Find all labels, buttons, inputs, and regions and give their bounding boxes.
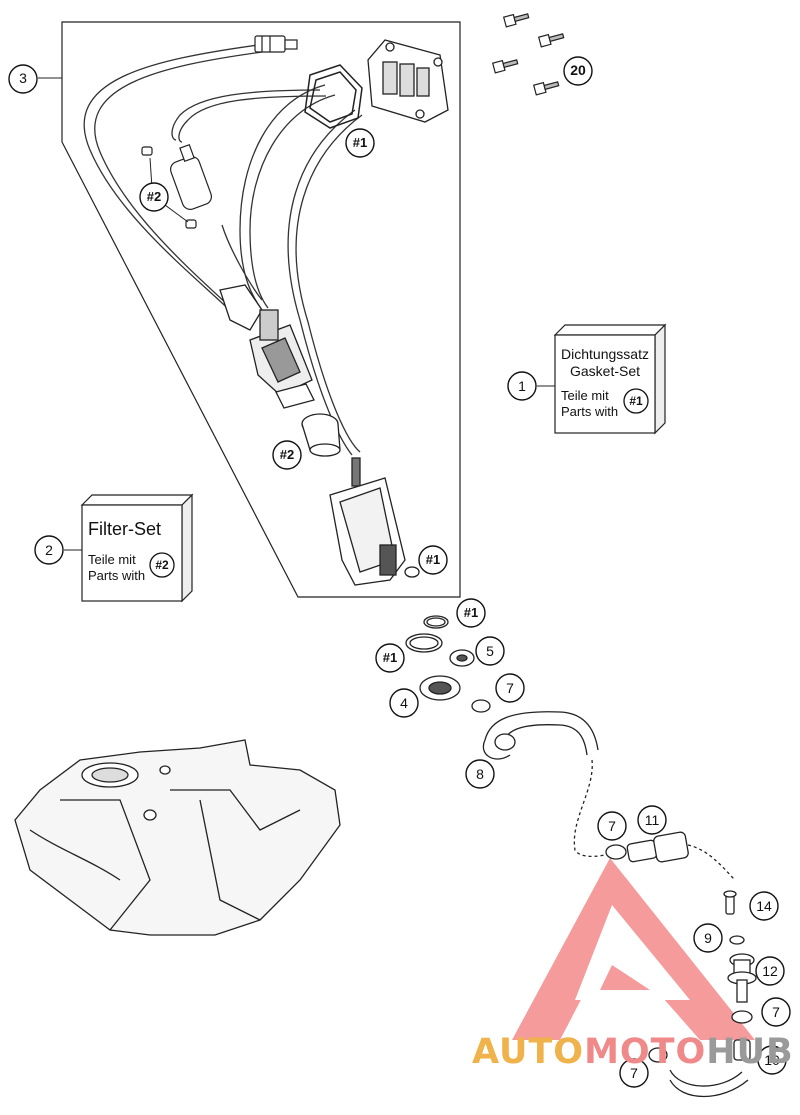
pump-strainer <box>329 457 420 586</box>
watermark-part3: HUB <box>706 1032 794 1072</box>
assembly-3-frame <box>61 21 461 598</box>
pump-flange <box>367 39 449 123</box>
callout-5: 5 <box>486 643 494 659</box>
quick-connector-11 <box>605 831 736 881</box>
callout-9: 9 <box>704 930 712 946</box>
watermark-logo <box>512 858 755 1040</box>
fuel-pump-body <box>219 284 315 409</box>
gasket-set-ref: #1 <box>629 394 643 408</box>
callout-4: 4 <box>400 695 408 711</box>
filter-sleeve <box>301 413 341 457</box>
callout-1: 1 <box>518 378 526 394</box>
callout-12: 12 <box>762 963 778 979</box>
callout-7-b: 7 <box>608 818 616 834</box>
filter-set-parts-en: Parts with <box>88 568 146 583</box>
watermark-part2: MOTO <box>584 1032 707 1072</box>
filter-set-parts-de: Teile mit <box>88 552 136 567</box>
callout-7-d: 7 <box>630 1065 638 1081</box>
callout-2: 2 <box>45 542 53 558</box>
box2-ref-circle <box>149 552 175 578</box>
watermark-part1: AUTO <box>472 1032 585 1072</box>
fuel-tank <box>14 739 341 936</box>
gasket-set-box <box>553 323 667 435</box>
gasket-set-title-en: Gasket-Set <box>569 363 641 379</box>
callout-7-a: 7 <box>506 680 514 696</box>
callout-10: 10 <box>764 1052 780 1068</box>
fuel-hoses <box>83 44 363 456</box>
callout-8: 8 <box>476 766 484 782</box>
callout-ref2-filter: #2 <box>146 189 162 204</box>
gasket-set-parts-en: Parts with <box>561 404 619 419</box>
callout-11: 11 <box>644 812 660 828</box>
watermark-text: AUTOMOTOHUB <box>472 1032 794 1072</box>
gasket-set-title-de: Dichtungssatz <box>561 346 649 362</box>
callout-20: 20 <box>570 62 586 78</box>
callout-ref1-oring: #1 <box>425 552 441 567</box>
filter-set-title: Filter-Set <box>88 519 162 539</box>
lower-seals <box>405 615 491 713</box>
hose-8 <box>482 711 606 857</box>
gasket-set-parts-de: Teile mit <box>561 388 609 403</box>
filter-set-box <box>80 493 194 603</box>
callout-ref2-sleeve: #2 <box>279 447 295 462</box>
inline-filter <box>141 143 212 229</box>
leader-filter-b <box>164 204 189 223</box>
harness-connector <box>254 35 298 53</box>
box1-ref-circle <box>623 388 649 414</box>
callout-circles <box>8 56 791 1088</box>
flange-seal <box>304 64 363 129</box>
callout-14: 14 <box>756 898 772 914</box>
callout-3: 3 <box>19 70 27 86</box>
callout-ref1-seal-a: #1 <box>463 605 479 620</box>
callout-7-c: 7 <box>772 1004 780 1020</box>
small-parts-right <box>648 890 757 1098</box>
callout-ref1-seal-b: #1 <box>382 650 398 665</box>
bolts-20 <box>491 13 565 96</box>
callout-ref1-flange: #1 <box>352 135 368 150</box>
filter-set-ref: #2 <box>155 558 169 572</box>
